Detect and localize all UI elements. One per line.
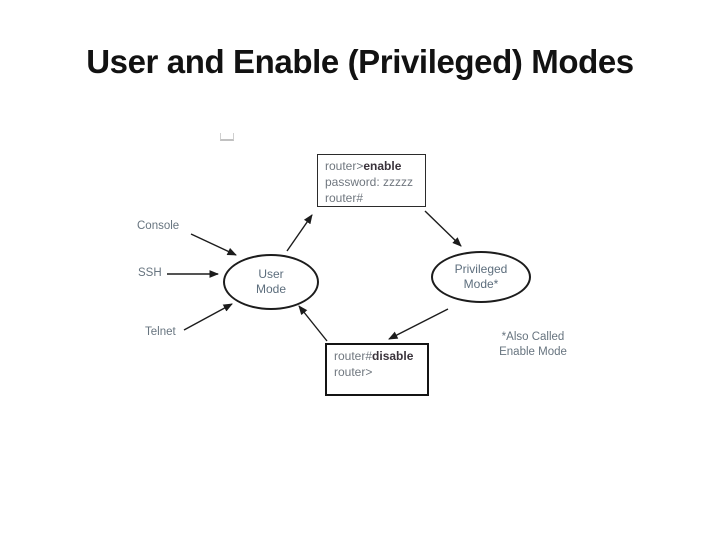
- console-label: Console: [137, 220, 180, 232]
- user-mode-label-line1: User: [258, 267, 284, 281]
- arrow-enable-box-to-privileged-mode: [424, 210, 462, 247]
- arrow-telnet-to-user-mode: [183, 303, 233, 331]
- disable-command-box: router#disable router>: [325, 343, 429, 396]
- privileged-mode-node: Privileged Mode*: [431, 251, 531, 303]
- arrow-disable-box-to-user-mode: [298, 305, 328, 342]
- footnote-line2: Enable Mode: [499, 346, 567, 358]
- ssh-label: SSH: [138, 267, 162, 279]
- scan-artifact-mark: [220, 133, 234, 141]
- enable-command-box: router>enable password: zzzzz router#: [317, 154, 426, 207]
- footnote-line1: *Also Called: [501, 331, 565, 343]
- slide-title: User and Enable (Privileged) Modes: [86, 43, 634, 80]
- disable-command-line2: router>: [334, 365, 373, 379]
- telnet-label: Telnet: [145, 326, 176, 338]
- disable-command-line1: router#disable: [334, 349, 414, 363]
- enable-command-line3: router#: [325, 191, 364, 205]
- arrow-console-to-user-mode: [190, 233, 237, 256]
- disable-command-keyword: disable: [372, 349, 414, 363]
- user-mode-node: User Mode: [223, 254, 319, 310]
- footnote: *Also Called Enable Mode: [477, 330, 589, 360]
- user-mode-label-line2: Mode: [255, 282, 287, 296]
- arrow-privileged-mode-to-disable-box: [388, 308, 449, 340]
- privileged-mode-label-line1: Privileged: [454, 262, 508, 276]
- arrow-user-mode-to-enable-box: [286, 214, 313, 252]
- enable-command-keyword: enable: [363, 159, 402, 173]
- privileged-mode-label-line2: Mode*: [463, 277, 499, 291]
- enable-command-line1: router>enable: [325, 159, 402, 173]
- enable-command-line2: password: zzzzz: [325, 175, 414, 189]
